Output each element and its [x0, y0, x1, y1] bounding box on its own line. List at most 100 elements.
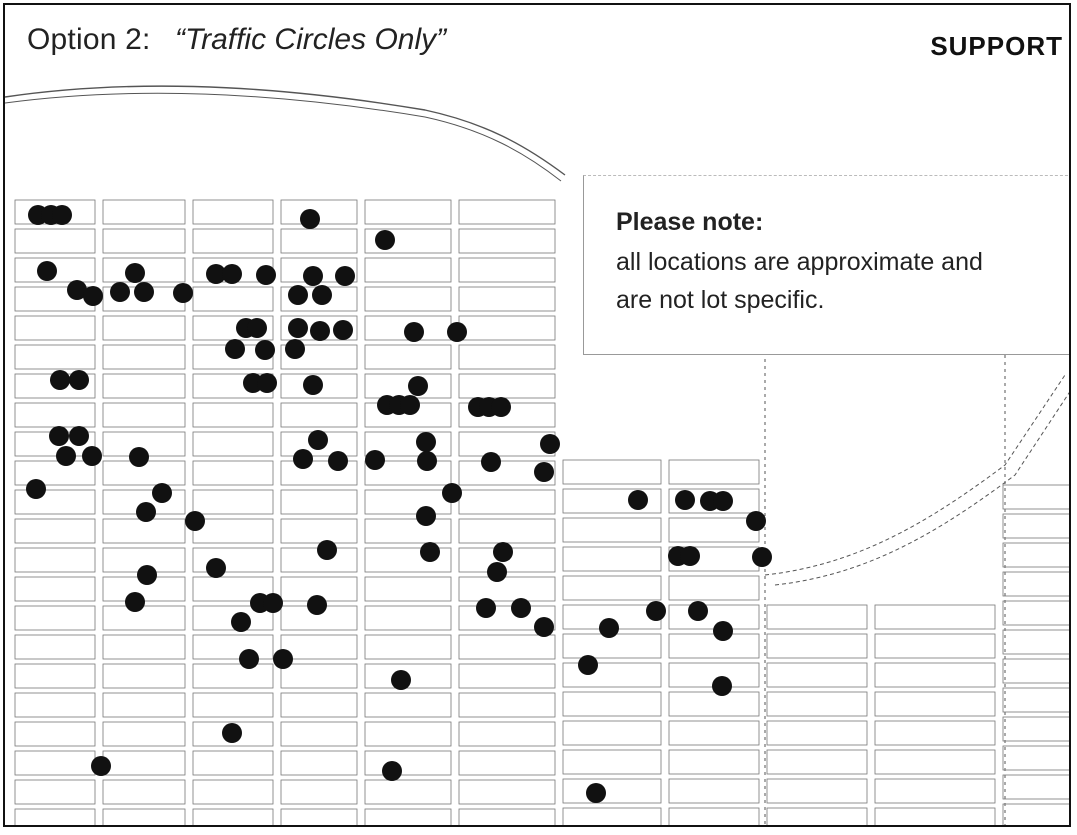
traffic-circle-marker[interactable] [206, 264, 226, 284]
traffic-circle-marker[interactable] [303, 266, 323, 286]
traffic-circle-marker[interactable] [420, 542, 440, 562]
city-block [874, 749, 996, 775]
traffic-circle-marker[interactable] [225, 339, 245, 359]
traffic-circle-marker[interactable] [599, 618, 619, 638]
traffic-circle-marker[interactable] [534, 617, 554, 637]
city-block [280, 779, 358, 805]
traffic-circle-marker[interactable] [578, 655, 598, 675]
traffic-circle-marker[interactable] [540, 434, 560, 454]
traffic-circle-marker[interactable] [69, 370, 89, 390]
traffic-circle-marker[interactable] [335, 266, 355, 286]
traffic-circle-marker[interactable] [312, 285, 332, 305]
traffic-circle-marker[interactable] [375, 230, 395, 250]
traffic-circle-marker[interactable] [447, 322, 467, 342]
traffic-circle-marker[interactable] [255, 340, 275, 360]
traffic-circle-marker[interactable] [646, 601, 666, 621]
traffic-circle-marker[interactable] [243, 373, 263, 393]
traffic-circle-marker[interactable] [222, 723, 242, 743]
city-block [458, 663, 556, 689]
traffic-circle-marker[interactable] [400, 395, 420, 415]
traffic-circle-marker[interactable] [328, 451, 348, 471]
traffic-circle-marker[interactable] [136, 502, 156, 522]
traffic-circle-marker[interactable] [288, 285, 308, 305]
traffic-circle-marker[interactable] [91, 756, 111, 776]
traffic-circle-marker[interactable] [307, 595, 327, 615]
traffic-circle-marker[interactable] [49, 426, 69, 446]
traffic-circle-marker[interactable] [534, 462, 554, 482]
city-block [458, 373, 556, 399]
traffic-circle-marker[interactable] [680, 546, 700, 566]
traffic-circle-marker[interactable] [303, 375, 323, 395]
traffic-circle-marker[interactable] [263, 593, 283, 613]
traffic-circle-marker[interactable] [511, 598, 531, 618]
traffic-circle-marker[interactable] [273, 649, 293, 669]
city-block [766, 604, 868, 630]
traffic-circle-marker[interactable] [675, 490, 695, 510]
traffic-circle-marker[interactable] [26, 479, 46, 499]
traffic-circle-marker[interactable] [50, 370, 70, 390]
traffic-circle-marker[interactable] [206, 558, 226, 578]
traffic-circle-marker[interactable] [310, 321, 330, 341]
traffic-circle-marker[interactable] [404, 322, 424, 342]
traffic-circle-marker[interactable] [293, 449, 313, 469]
traffic-circle-marker[interactable] [173, 283, 193, 303]
traffic-circle-marker[interactable] [391, 670, 411, 690]
traffic-circle-marker[interactable] [52, 205, 72, 225]
city-block [668, 778, 760, 804]
traffic-circle-marker[interactable] [222, 264, 242, 284]
traffic-circle-marker[interactable] [382, 761, 402, 781]
traffic-circle-marker[interactable] [487, 562, 507, 582]
city-block [14, 779, 96, 805]
traffic-circle-marker[interactable] [82, 446, 102, 466]
traffic-circle-marker[interactable] [308, 430, 328, 450]
traffic-circle-marker[interactable] [417, 451, 437, 471]
traffic-circle-marker[interactable] [746, 511, 766, 531]
traffic-circle-marker[interactable] [110, 282, 130, 302]
traffic-circle-marker[interactable] [713, 491, 733, 511]
traffic-circle-marker[interactable] [416, 432, 436, 452]
traffic-circle-marker[interactable] [185, 511, 205, 531]
city-block [458, 257, 556, 283]
traffic-circle-marker[interactable] [231, 612, 251, 632]
traffic-circle-marker[interactable] [300, 209, 320, 229]
traffic-circle-marker[interactable] [152, 483, 172, 503]
city-block [192, 286, 274, 312]
neighbourhood-map[interactable] [5, 5, 1071, 827]
traffic-circle-marker[interactable] [125, 592, 145, 612]
traffic-circle-marker[interactable] [752, 547, 772, 567]
city-block [14, 576, 96, 602]
traffic-circle-marker[interactable] [285, 339, 305, 359]
location-markers[interactable] [26, 205, 772, 803]
traffic-circle-marker[interactable] [69, 426, 89, 446]
traffic-circle-marker[interactable] [476, 598, 496, 618]
traffic-circle-marker[interactable] [134, 282, 154, 302]
traffic-circle-marker[interactable] [56, 446, 76, 466]
traffic-circle-marker[interactable] [129, 447, 149, 467]
traffic-circle-marker[interactable] [257, 373, 277, 393]
traffic-circle-marker[interactable] [125, 263, 145, 283]
traffic-circle-marker[interactable] [408, 376, 428, 396]
city-block [192, 431, 274, 457]
traffic-circle-marker[interactable] [712, 676, 732, 696]
traffic-circle-marker[interactable] [239, 649, 259, 669]
traffic-circle-marker[interactable] [586, 783, 606, 803]
traffic-circle-marker[interactable] [247, 318, 267, 338]
traffic-circle-marker[interactable] [416, 506, 436, 526]
traffic-circle-marker[interactable] [481, 452, 501, 472]
traffic-circle-marker[interactable] [67, 280, 87, 300]
traffic-circle-marker[interactable] [442, 483, 462, 503]
traffic-circle-marker[interactable] [333, 320, 353, 340]
traffic-circle-marker[interactable] [688, 601, 708, 621]
traffic-circle-marker[interactable] [365, 450, 385, 470]
traffic-circle-marker[interactable] [491, 397, 511, 417]
traffic-circle-marker[interactable] [37, 261, 57, 281]
traffic-circle-marker[interactable] [137, 565, 157, 585]
traffic-circle-marker[interactable] [83, 286, 103, 306]
traffic-circle-marker[interactable] [713, 621, 733, 641]
traffic-circle-marker[interactable] [256, 265, 276, 285]
traffic-circle-marker[interactable] [288, 318, 308, 338]
traffic-circle-marker[interactable] [493, 542, 513, 562]
city-block [458, 315, 556, 341]
traffic-circle-marker[interactable] [317, 540, 337, 560]
traffic-circle-marker[interactable] [628, 490, 648, 510]
